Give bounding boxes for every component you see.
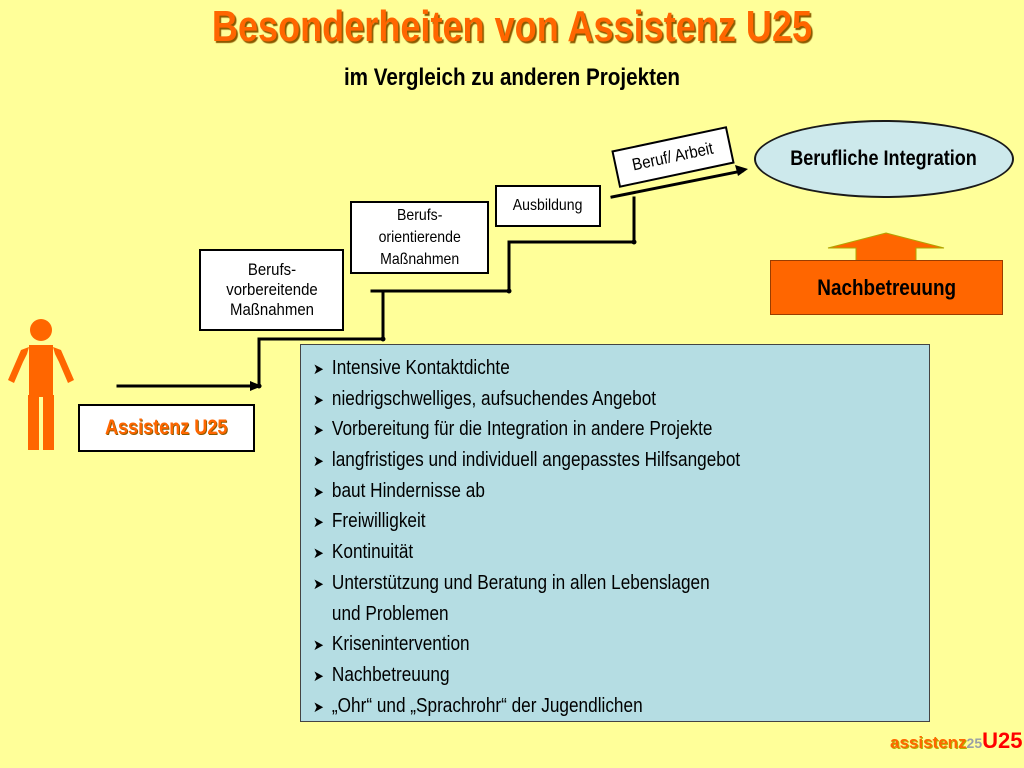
bullet-arrow-icon: ➤ [313,575,324,593]
logo-text-assistenz: assistenz [890,733,967,752]
bullet-arrow-icon: ➤ [313,483,324,501]
list-item: ➤ baut Hindernisse ab [313,476,843,507]
list-item-text: Unterstützung und Beratung in allen Lebe… [331,571,710,594]
bullet-arrow-icon: ➤ [313,698,324,716]
list-item-text: niedrigschwelliges, aufsuchendes Angebot [331,387,657,410]
list-item: ➤ Intensive Kontaktdichte [313,353,843,384]
bullet-arrow-icon: ➤ [313,545,324,563]
goal-label: Berufliche Integration [790,147,978,170]
stage-label-line: orientierende [378,228,461,246]
list-item-text: langfristiges und individuell angepasste… [331,449,741,472]
bullet-arrow-icon: ➤ [313,361,324,378]
stage-label-line: Maßnahmen [229,300,314,319]
stage-label-line: Beruf/ Arbeit [630,138,716,175]
stage-label-line: Berufs- [396,206,443,224]
stage-box-ausbildung: Ausbildung [495,185,601,227]
stage-label-line: vorbereitende [225,280,318,299]
list-item-text: Intensive Kontaktdichte [331,357,510,379]
goal-berufliche-integration: Berufliche Integration [754,120,1014,198]
stage-label-line: Maßnahmen [379,250,460,268]
list-item-text: und Problemen [331,602,449,625]
list-item-text: Krisenintervention [331,633,470,656]
bullet-arrow-icon: ➤ [313,422,324,440]
arrow-right-icon [735,165,748,176]
page-subtitle: im Vergleich zu anderen Projekten [343,64,681,91]
list-item-continuation: und Problemen [313,599,843,630]
list-item: ➤ Krisenintervention [313,629,843,660]
list-item: ➤ Vorbereitung für die Integration in and… [313,414,843,445]
aftercare-label: Nachbetreuung [817,274,956,300]
feature-list: ➤ Intensive Kontaktdichte ➤ niedrigschwell… [300,344,930,722]
list-item: ➤ „Ohr“ und „Sprachrohr“ der Jugendlichen [313,691,843,722]
list-item: ➤ langfristiges und individuell angepasst… [313,445,843,476]
stage-label-line: Berufs- [247,260,296,279]
logo-text-25: 25 [966,735,983,751]
bullet-arrow-icon: ➤ [313,514,324,532]
list-item: ➤ Freiwilligkeit [313,506,843,537]
arrow-up-icon [827,232,945,262]
list-item: ➤ Unterstützung und Beratung in allen Leb… [313,568,843,599]
list-item-text: baut Hindernisse ab [331,479,485,502]
logo-text-u25: U25 [982,728,1023,753]
list-item-text: Freiwilligkeit [331,510,426,533]
logo: assistenz25U25 [890,728,1022,754]
bullet-arrow-icon: ➤ [313,453,324,471]
start-label: Assistenz U25 [105,416,228,439]
list-item-text: „Ohr“ und „Sprachrohr“ der Jugendlichen [331,694,643,717]
bullet-arrow-icon: ➤ [313,667,324,685]
list-item-text: Kontinuität [331,541,414,564]
stage-label-line: Ausbildung [513,197,583,214]
bullet-arrow-icon: ➤ [313,637,324,655]
person-icon [8,319,74,450]
list-item-text: Nachbetreuung [331,663,450,686]
list-item: ➤ niedrigschwelliges, aufsuchendes Angebo… [313,384,843,415]
page-title: Besonderheiten von Assistenz U25 [211,2,813,51]
bullet-arrow-icon: ➤ [313,391,324,409]
stage-box-berufsvorbereitende-massnahmen: Berufs- vorbereitende Maßnahmen [199,249,344,331]
start-box-assistenz-u25: Assistenz U25 [78,404,255,452]
list-item: ➤ Nachbetreuung [313,660,843,691]
stage-box-berufsorientierende-massnahmen: Berufs- orientierende Maßnahmen [350,201,489,274]
list-item: ➤ Kontinuität [313,537,843,568]
list-item-text: Vorbereitung für die Integration in ande… [331,418,713,441]
aftercare-box: Nachbetreuung [770,260,1003,315]
